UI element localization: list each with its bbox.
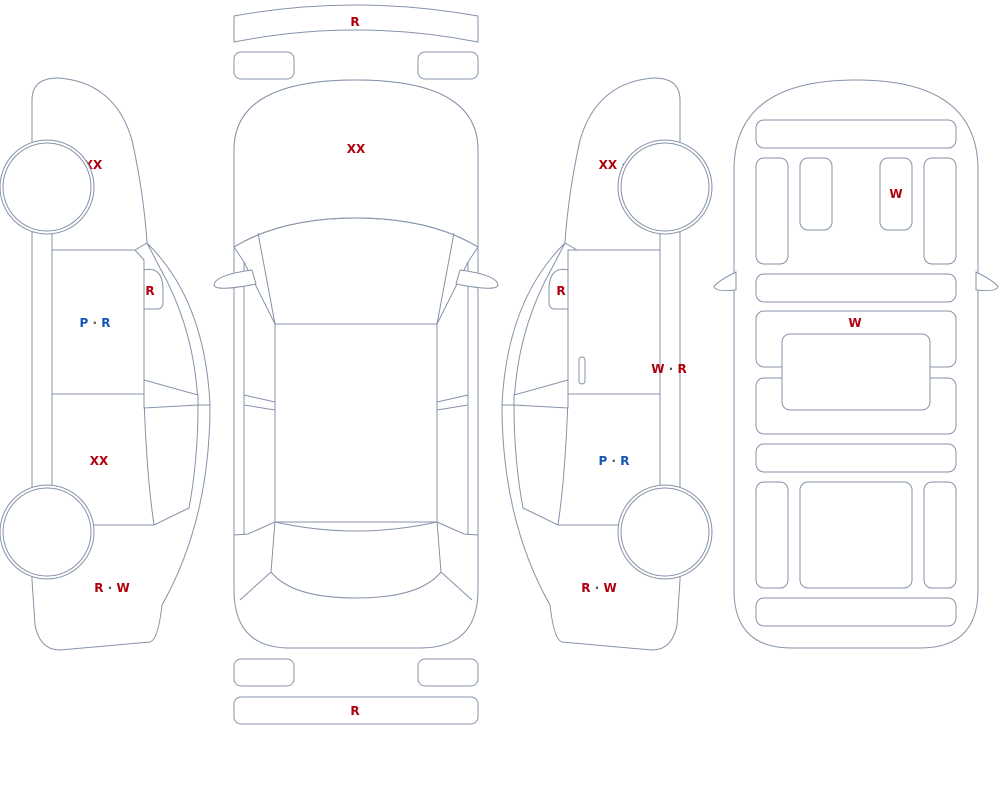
damage-code: XX — [90, 454, 109, 468]
top-left-mirror — [213, 269, 257, 289]
left-quarter-panel[interactable] — [31, 404, 211, 651]
top-rear-bumper-label: R — [350, 704, 359, 718]
under-rear-panel — [755, 597, 957, 627]
under-side-member-panel[interactable] — [879, 157, 913, 231]
top-bumper-label: R — [350, 15, 359, 29]
under-rear-right-frame — [923, 481, 957, 589]
damage-code: R — [145, 284, 154, 298]
roof-panel — [274, 323, 438, 523]
right-mirror-panel[interactable] — [548, 268, 569, 310]
left-rear-wheel — [2, 487, 92, 577]
right-window-frame — [501, 242, 566, 406]
damage-code: P — [80, 316, 89, 330]
damage-code: W — [116, 581, 129, 595]
top-right-mirror — [455, 269, 499, 289]
top-bumper-panel[interactable] — [233, 4, 479, 43]
left-front-door-label: P · R — [80, 316, 111, 330]
left-mirror-label: R — [145, 284, 154, 298]
under-crossmember-label: W — [848, 316, 861, 330]
under-second-crossmember — [755, 273, 957, 303]
rear-glass-outline — [270, 521, 442, 599]
under-rear-crossmember — [755, 443, 957, 473]
under-spare-well — [799, 481, 913, 589]
under-left-mirror — [713, 271, 737, 292]
damage-code: XX — [599, 158, 618, 172]
left-side-view: XX P · R XX R · W R — [0, 77, 211, 651]
damage-code: R — [677, 362, 686, 376]
left-front-wheel — [2, 142, 92, 232]
code-separator: · — [88, 316, 101, 330]
under-front-left-inner — [799, 157, 833, 231]
damage-code: P — [599, 454, 608, 468]
right-door-handle — [578, 356, 586, 385]
under-front-left-frame — [755, 157, 789, 265]
left-quarter-panel-label: R · W — [94, 581, 129, 595]
right-front-door-label: W · R — [651, 362, 686, 376]
under-front-right-frame — [923, 157, 957, 265]
right-rear-door-label: P · R — [599, 454, 630, 468]
right-side-view: XX · R W · R P · R R · W R — [501, 77, 713, 651]
top-hood-label: XX — [347, 142, 366, 156]
left-rear-door-label: XX — [90, 454, 109, 468]
under-right-mirror — [975, 271, 999, 292]
top-rear-bumper-panel[interactable] — [233, 696, 479, 725]
right-mirror-label: R — [556, 284, 565, 298]
left-window-frame — [146, 242, 211, 406]
damage-code: W — [651, 362, 664, 376]
left-headlight — [233, 51, 295, 80]
right-quarter-panel-label: R · W — [581, 581, 616, 595]
right-quarter-panel[interactable] — [501, 404, 681, 651]
left-mirror-panel[interactable] — [143, 268, 164, 310]
damage-code: R — [556, 284, 565, 298]
damage-code: W — [848, 316, 861, 330]
damage-code: R — [94, 581, 103, 595]
top-view: R XX R — [213, 4, 499, 725]
top-right-pillars — [436, 232, 479, 601]
under-front-crossmember — [755, 119, 957, 149]
damage-code: XX — [347, 142, 366, 156]
code-separator: · — [607, 454, 620, 468]
code-separator: · — [591, 581, 604, 595]
right-taillight — [417, 658, 479, 687]
damage-code: R — [350, 704, 359, 718]
underbody-view: W W — [713, 79, 999, 649]
windshield-outline — [233, 217, 479, 325]
code-separator: · — [104, 581, 117, 595]
damage-code: R — [350, 15, 359, 29]
damage-code: R — [101, 316, 110, 330]
right-front-wheel — [620, 142, 710, 232]
damage-code: R — [581, 581, 590, 595]
damage-code: R — [620, 454, 629, 468]
left-quarter-glass — [143, 379, 199, 409]
left-taillight — [233, 658, 295, 687]
under-side-member-label: W — [889, 187, 902, 201]
damage-code: W — [889, 187, 902, 201]
damage-code: W — [603, 581, 616, 595]
code-separator: · — [665, 362, 678, 376]
right-quarter-glass — [513, 379, 569, 409]
under-rear-left-frame — [755, 481, 789, 589]
top-left-pillars — [233, 232, 276, 601]
right-rear-wheel — [620, 487, 710, 577]
right-headlight — [417, 51, 479, 80]
under-center-plate — [781, 333, 931, 411]
